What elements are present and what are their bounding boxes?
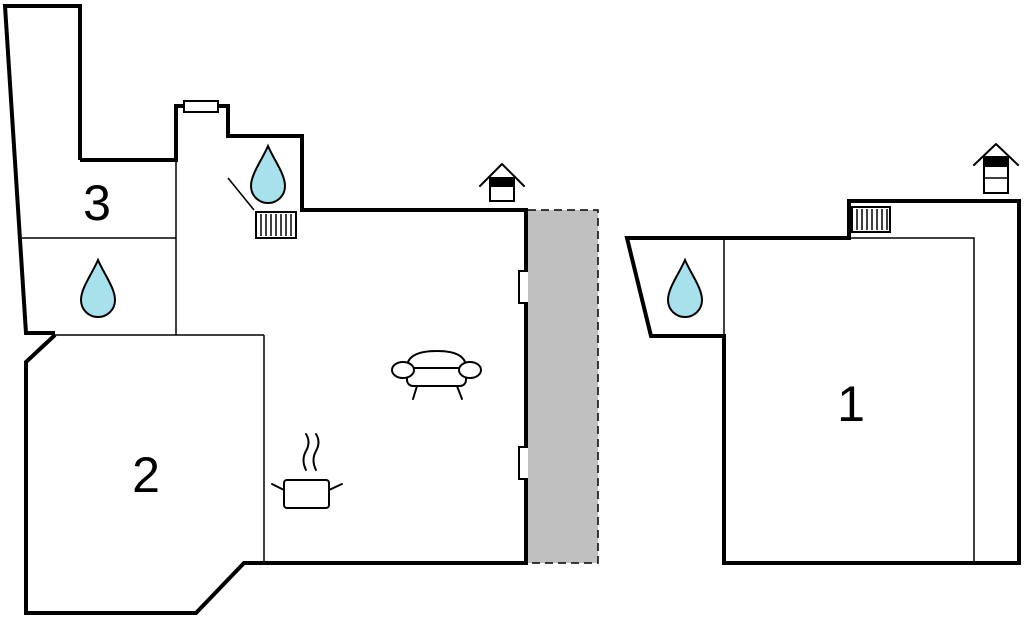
radiator-icon bbox=[255, 211, 297, 239]
wall-room-1 bbox=[624, 199, 1021, 565]
wall-inner-corridor bbox=[849, 237, 975, 563]
skylight-icon bbox=[479, 163, 525, 202]
sofa-icon bbox=[391, 349, 482, 400]
cooking-pot-icon bbox=[271, 433, 343, 509]
terrace-outline bbox=[528, 209, 599, 564]
radiator-icon bbox=[851, 206, 891, 233]
window-top bbox=[183, 100, 219, 113]
wall-room-2 bbox=[24, 333, 526, 615]
water-drop-icon bbox=[79, 257, 117, 319]
wall-room-3 bbox=[2, 3, 82, 335]
water-drop-icon bbox=[666, 257, 704, 319]
water-drop-icon bbox=[249, 143, 287, 205]
right-unit bbox=[624, 199, 1021, 565]
left-unit bbox=[2, 3, 531, 615]
wall-top-hall bbox=[80, 104, 526, 212]
skylight-icon bbox=[973, 143, 1019, 194]
room-3-label: 3 bbox=[83, 175, 111, 231]
room-2-label: 2 bbox=[132, 447, 160, 503]
room-1-label: 1 bbox=[837, 376, 865, 432]
fireplace-icon bbox=[227, 177, 255, 211]
terrace bbox=[528, 210, 598, 563]
